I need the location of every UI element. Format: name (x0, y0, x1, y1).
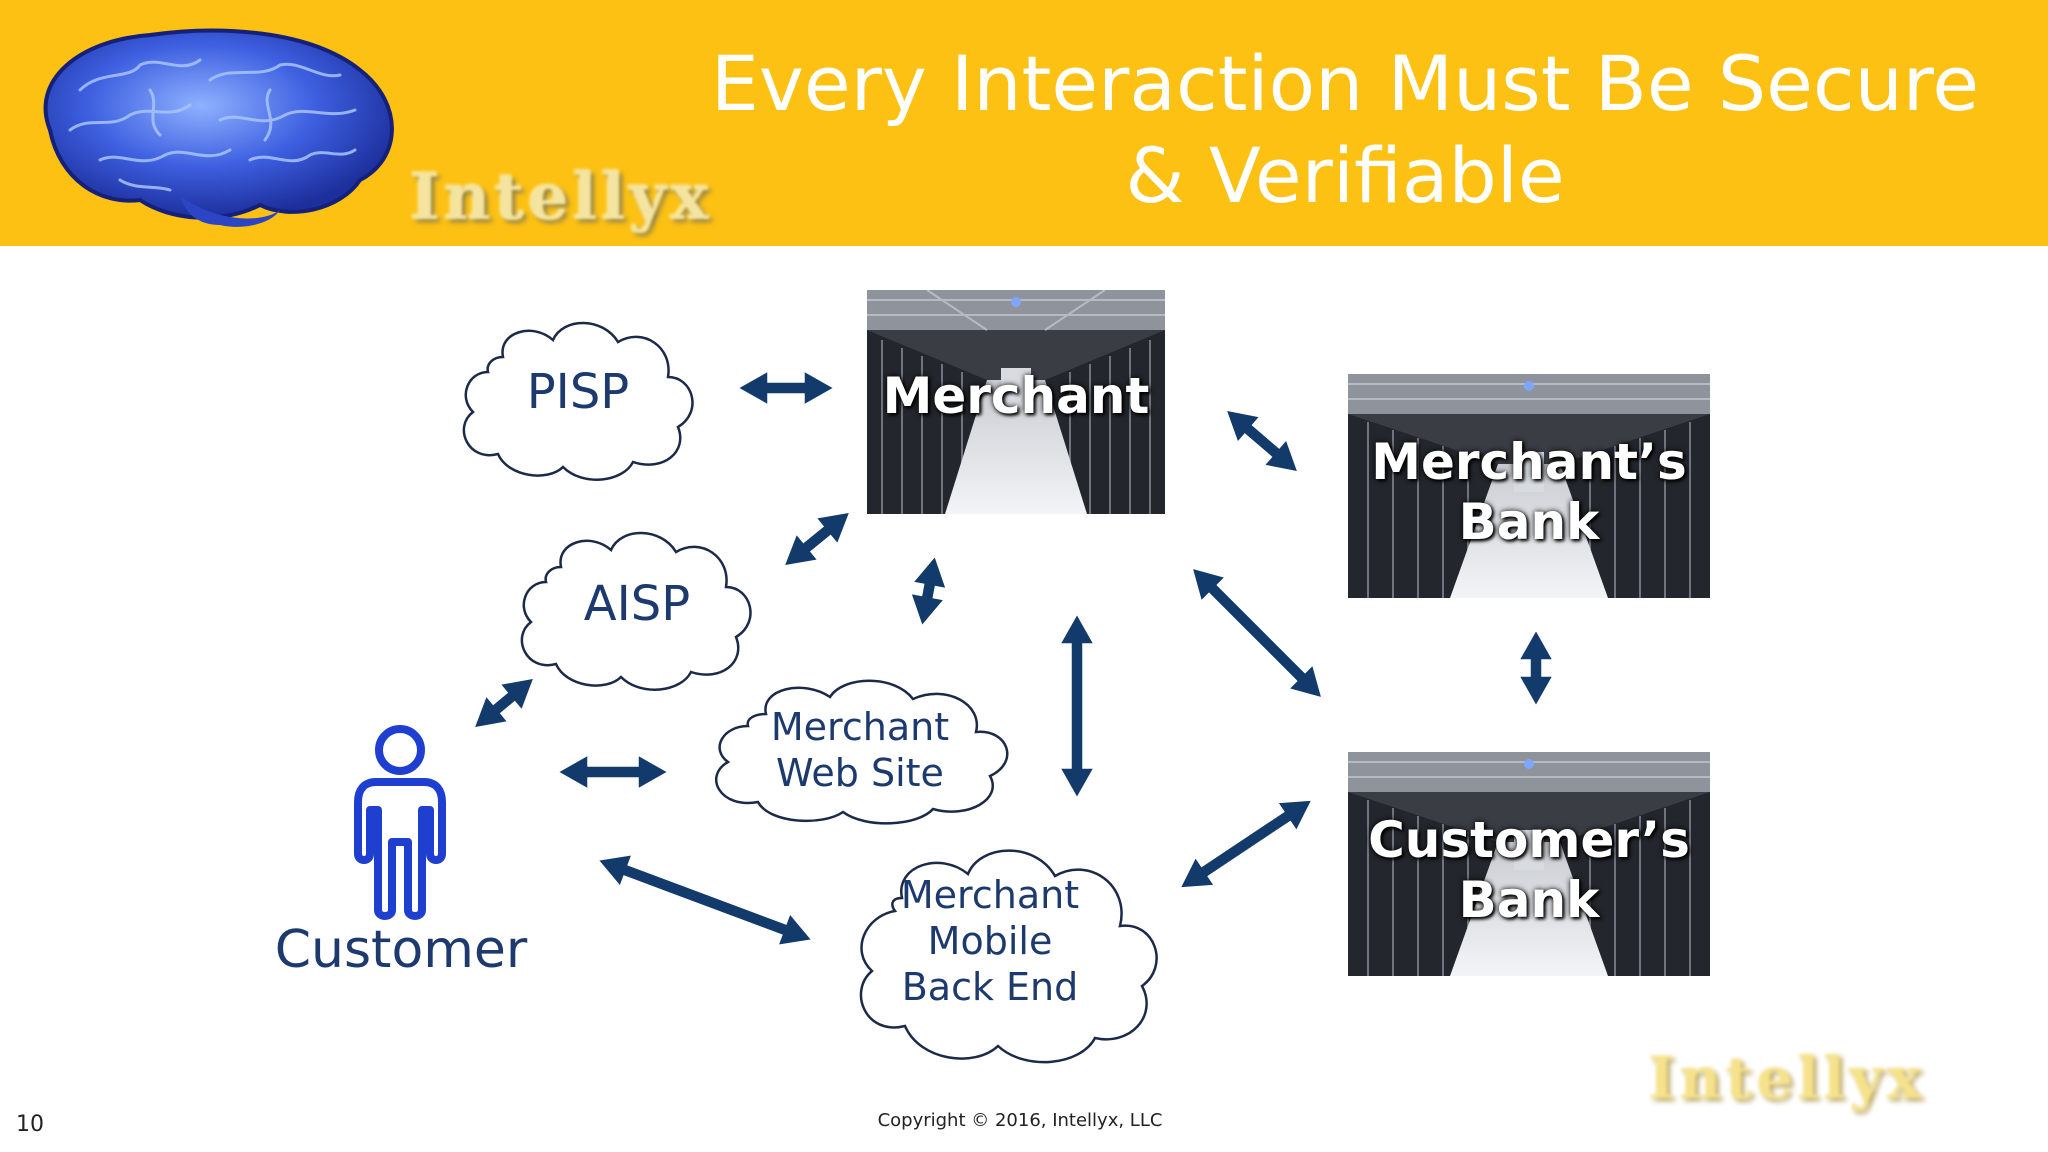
merchant-server-image: Merchant (867, 290, 1165, 514)
person-outline-icon (354, 725, 446, 920)
customer-label: Customer (274, 920, 528, 980)
merchants-bank-server-image: Merchant’s Bank (1348, 374, 1710, 598)
aisp-label: AISP (583, 576, 691, 632)
customer-aisp-arrow (472, 677, 536, 729)
merchant-merchants-bank-arrow (1224, 409, 1300, 473)
mobile-back-end-merchant-arrow (1058, 612, 1096, 800)
customers-bank-label: Customer’s Bank (1368, 811, 1690, 929)
mobile-back-end-customers-bank-arrow (1178, 799, 1314, 889)
merchant-customers-bank-arrow (1190, 566, 1324, 700)
brain-logo-icon (43, 28, 394, 227)
merchants-bank-customers-bank-arrow (1517, 628, 1555, 708)
slide-title: Every Interaction Must Be Secure & Verif… (710, 39, 1980, 220)
aisp-cloud (520, 531, 752, 691)
page-number: 10 (16, 1112, 44, 1137)
merchants-bank-label: Merchant’s Bank (1371, 433, 1687, 551)
customer-mobile-back-end-arrow (596, 853, 814, 947)
pisp-merchant-arrow (736, 369, 836, 407)
merchant-web-site-label: Merchant Web Site (770, 705, 950, 795)
pisp-label: PISP (526, 364, 630, 420)
merchant-mobile-back-end-cloud (859, 849, 1158, 1064)
customers-bank-server-image: Customer’s Bank (1348, 752, 1710, 976)
web-site-merchant-arrow (909, 554, 948, 628)
copyright-text: Copyright © 2016, Intellyx, LLC (877, 1110, 1163, 1131)
customer-web-site-arrow (556, 753, 670, 791)
pisp-cloud (462, 321, 694, 481)
merchant-web-site-cloud (715, 679, 1009, 825)
aisp-merchant-arrow (782, 511, 852, 567)
intellyx-logo-text: Intellyx (410, 160, 713, 235)
intellyx-watermark-logo: Intellyx (1648, 1044, 1926, 1112)
merchant-label: Merchant (882, 367, 1150, 425)
merchant-mobile-back-end-label: Merchant Mobile Back End (900, 873, 1080, 1009)
